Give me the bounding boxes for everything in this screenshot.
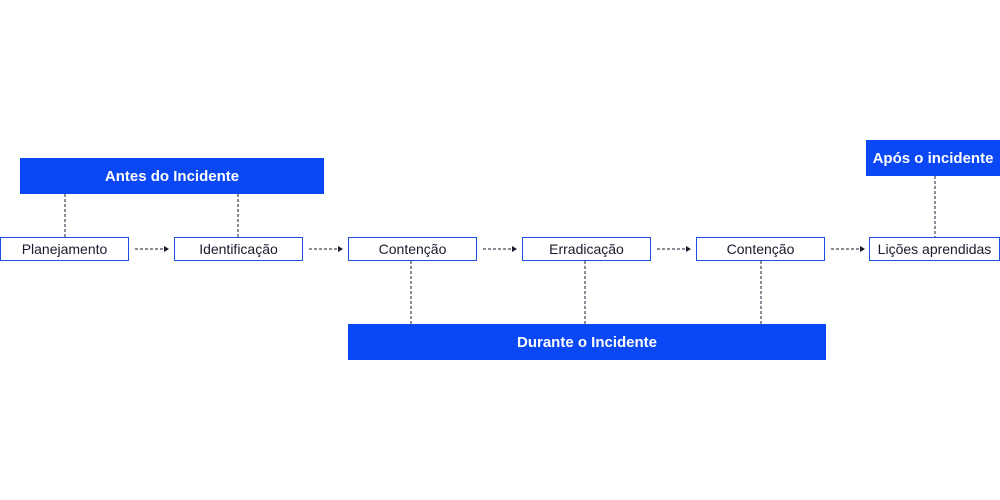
step-label: Erradicação (549, 241, 624, 257)
phase-during-label: Durante o Incidente (516, 333, 658, 351)
arrow-2 (309, 246, 343, 252)
arrow-4 (657, 246, 691, 252)
phase-banner-after: Após o incidente (866, 140, 1000, 176)
step-contencao-2: Contenção (696, 237, 825, 261)
step-label: Contenção (726, 241, 795, 257)
step-label: Lições aprendidas (877, 241, 992, 257)
step-label: Identificação (199, 241, 278, 257)
phase-before-label: Antes do Incidente (104, 167, 240, 185)
arrow-5 (831, 246, 865, 252)
arrow-1 (135, 246, 169, 252)
arrow-3 (483, 246, 517, 252)
phase-after-label: Após o incidente (872, 149, 994, 167)
step-planejamento: Planejamento (0, 237, 129, 261)
step-label: Contenção (378, 241, 447, 257)
step-licoes-aprendidas: Lições aprendidas (869, 237, 1000, 261)
step-erradicacao: Erradicação (522, 237, 651, 261)
step-identificacao: Identificação (174, 237, 303, 261)
phase-banner-before: Antes do Incidente (20, 158, 324, 194)
step-contencao-1: Contenção (348, 237, 477, 261)
step-label: Planejamento (21, 241, 108, 257)
phase-banner-during: Durante o Incidente (348, 324, 826, 360)
